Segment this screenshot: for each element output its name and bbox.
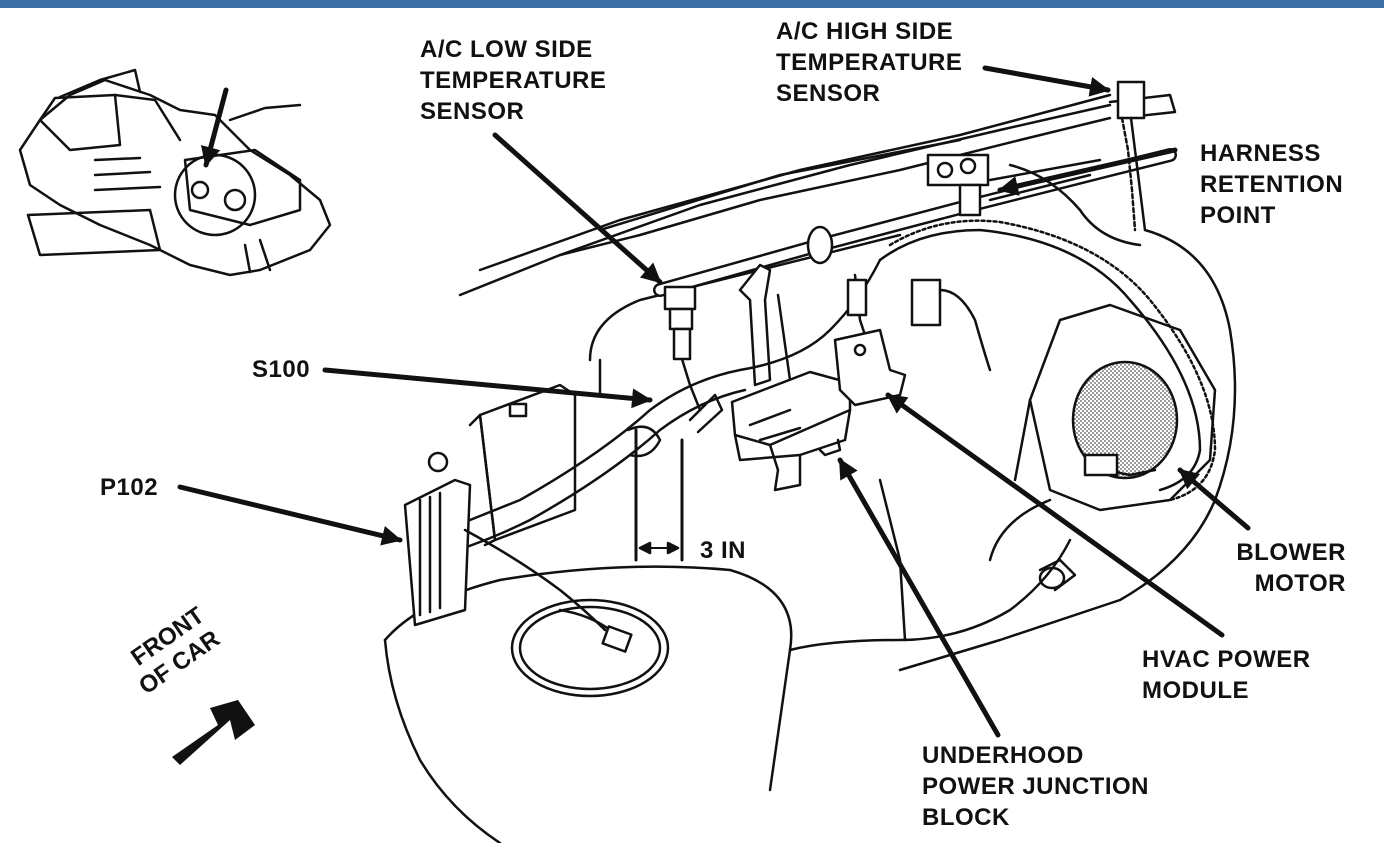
blower-motor-arrow xyxy=(1177,467,1251,531)
high-side-sensor-arrow xyxy=(982,65,1111,97)
hvac-line2: MODULE xyxy=(1142,677,1249,704)
blower-motor-label: BLOWER MOTOR xyxy=(1224,537,1346,599)
harness-retention-arrow xyxy=(997,147,1178,196)
hvac-line1: HVAC POWER xyxy=(1142,646,1311,673)
high-side-line2: TEMPERATURE xyxy=(776,49,963,76)
underhood-line2: POWER JUNCTION xyxy=(922,773,1150,800)
high-side-line3: SENSOR xyxy=(776,80,881,107)
harness-line1: HARNESS xyxy=(1200,140,1321,167)
harness-retention-label: HARNESS RETENTION POINT xyxy=(1200,138,1343,231)
junction-block-label: UNDERHOOD POWER JUNCTION BLOCK xyxy=(922,740,1149,833)
three-inch-label: 3 IN xyxy=(700,537,747,564)
blower-line1: BLOWER xyxy=(1236,539,1346,566)
underhood-line3: BLOCK xyxy=(922,804,1010,831)
low-side-line3: SENSOR xyxy=(420,98,525,125)
p102-label: P102 xyxy=(100,474,159,501)
car-locator-inset xyxy=(18,68,332,277)
underhood-line1: UNDERHOOD xyxy=(922,742,1084,769)
s100-arrow xyxy=(322,367,653,409)
harness-line2: RETENTION xyxy=(1200,171,1344,198)
hvac-module-label: HVAC POWER MODULE xyxy=(1142,644,1311,706)
hvac-module-arrow xyxy=(885,392,1225,638)
junction-block-arrow xyxy=(837,457,1001,738)
low-side-sensor-arrow xyxy=(492,132,663,285)
window-top-border xyxy=(0,0,1384,8)
s100-label: S100 xyxy=(252,356,311,383)
high-side-line1: A/C HIGH SIDE xyxy=(776,18,954,45)
low-side-sensor-label: A/C LOW SIDE TEMPERATURE SENSOR xyxy=(420,34,606,127)
blower-line2: MOTOR xyxy=(1254,570,1346,597)
p102-arrow xyxy=(177,484,403,546)
high-side-sensor-label: A/C HIGH SIDE TEMPERATURE SENSOR xyxy=(776,16,962,109)
front-of-car-arrow-icon xyxy=(172,700,255,765)
harness-line3: POINT xyxy=(1200,202,1276,229)
low-side-line1: A/C LOW SIDE xyxy=(420,36,593,63)
low-side-line2: TEMPERATURE xyxy=(420,67,607,94)
